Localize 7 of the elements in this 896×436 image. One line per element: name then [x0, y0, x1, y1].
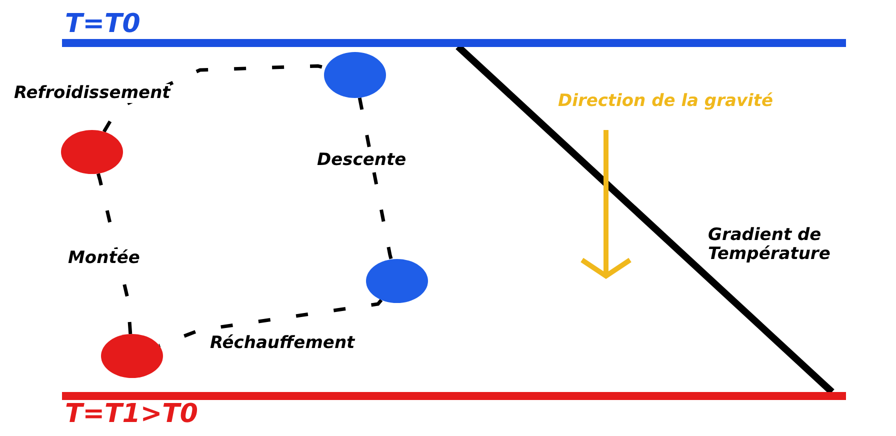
particle-circle — [101, 334, 163, 378]
gradient-line — [456, 44, 834, 395]
edge-label: Refroidissement — [14, 84, 170, 103]
temperature-label: T=T0 — [64, 10, 140, 39]
edge-label: Gradient de Température — [708, 226, 832, 264]
arrow-label: Direction de la gravité — [558, 92, 774, 111]
temperature-label: T=T1>T0 — [64, 400, 198, 429]
